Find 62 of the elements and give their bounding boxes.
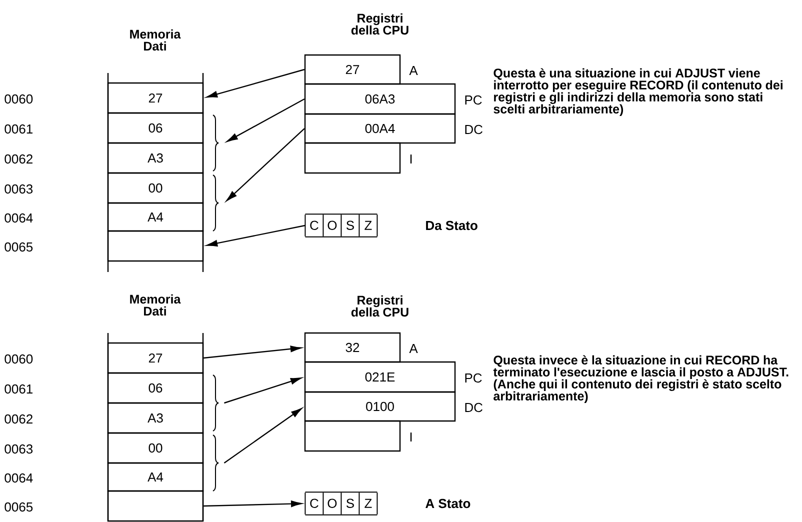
- status-register: C O S Z: [304, 214, 378, 238]
- register-name: A: [409, 66, 418, 75]
- register-name: I: [410, 154, 412, 164]
- register-box: [304, 142, 401, 174]
- brace: [212, 434, 218, 492]
- memory-cell: A4: [107, 462, 204, 492]
- register-box: 06A3: [304, 83, 456, 115]
- register-name: DC: [465, 124, 482, 134]
- address-label: 0062: [4, 154, 32, 164]
- address-label: 0063: [4, 184, 33, 194]
- status-register: C O S Z: [304, 492, 378, 516]
- status-caption: Da Stato: [426, 220, 478, 230]
- column-heading: Memoria Dati: [130, 29, 181, 51]
- register-name: PC: [465, 95, 482, 105]
- address-label: 0062: [4, 414, 32, 424]
- address-label: 0060: [4, 94, 33, 104]
- address-label: 0061: [4, 384, 32, 394]
- register-box: 00A4: [304, 113, 456, 144]
- arrow: [226, 98, 305, 142]
- register-name: I: [410, 432, 412, 442]
- memory-cell: A4: [107, 202, 204, 232]
- register-box: 27: [304, 54, 401, 85]
- memory-cell: 27: [107, 342, 204, 374]
- arrow: [226, 128, 305, 202]
- column-heading: Registri della CPU: [351, 13, 408, 35]
- arrow: [204, 346, 302, 359]
- arrow: [206, 224, 306, 247]
- address-label: 0061: [4, 124, 32, 134]
- memory-cell: 06: [107, 372, 204, 404]
- column-heading: Registri della CPU: [351, 295, 408, 317]
- memory-cell: [107, 490, 204, 522]
- memory-cell: 00: [107, 432, 204, 464]
- register-name: DC: [465, 402, 482, 412]
- register-name: PC: [465, 373, 482, 383]
- memory-cell: A3: [107, 402, 204, 434]
- brace: [212, 114, 218, 172]
- register-box: 32: [304, 332, 401, 363]
- address-label: 0065: [4, 502, 33, 512]
- arrow: [206, 68, 305, 98]
- address-label: 0063: [4, 444, 33, 454]
- brace: [212, 174, 218, 232]
- status-caption: A Stato: [426, 498, 470, 508]
- register-box: 0100: [304, 391, 456, 422]
- column-heading: Memoria Dati: [130, 294, 181, 316]
- memory-cell: 27: [107, 82, 204, 114]
- memory-cell: 06: [107, 112, 204, 144]
- register-box: [304, 420, 401, 452]
- address-label: 0064: [4, 473, 33, 483]
- note-text: Questa invece è la situazione in cui RECORD ha terminato l'esecuzione e lascia il posto a ADJUST. (Anche qui il contenuto dei registri è stato scelto arbitrariamente): [493, 355, 788, 403]
- register-name: A: [409, 344, 418, 353]
- register-box: 021E: [304, 361, 456, 393]
- brace: [212, 374, 218, 432]
- memory-cell: A3: [107, 142, 204, 174]
- arrow: [224, 408, 302, 464]
- memory-cell: [107, 230, 204, 262]
- memory-cell: 00: [107, 172, 204, 204]
- address-label: 0060: [4, 354, 33, 364]
- note-text: Questa è una situazione in cui ADJUST viene interrotto per eseguire RECORD (il contenuto dei registri e gli indirizzi della memoria sono stati scelti arbitrariamente): [494, 68, 782, 116]
- arrow: [224, 378, 302, 404]
- arrow: [204, 500, 302, 508]
- address-label: 0064: [4, 213, 33, 223]
- address-label: 0065: [4, 242, 33, 252]
